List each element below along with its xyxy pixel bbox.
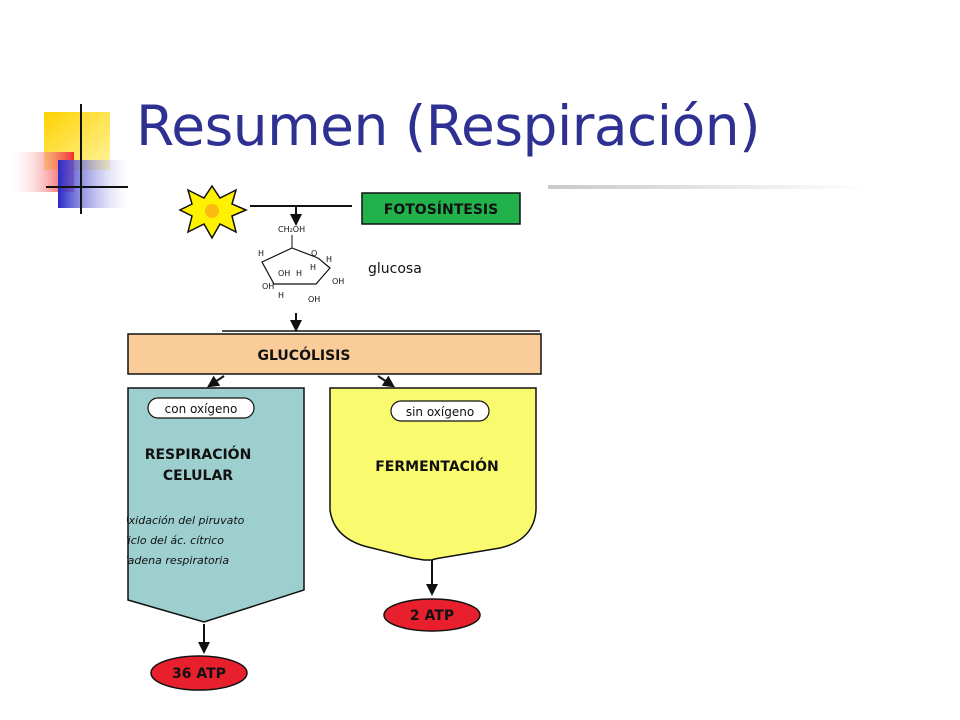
glucolisis-box xyxy=(127,333,542,375)
fermentacion-box xyxy=(329,387,537,561)
right-branch-arrow xyxy=(377,375,395,388)
atp-36-oval xyxy=(150,655,248,691)
mol-h4: H xyxy=(310,263,316,272)
left-branch-arrow xyxy=(207,375,225,388)
fotosintesis-box xyxy=(361,192,521,225)
atp-2-oval xyxy=(383,598,481,632)
con-oxigeno-label: con oxígeno xyxy=(165,402,238,416)
mol-h1: H xyxy=(258,249,264,258)
respiracion-title-line2: CELULAR xyxy=(163,468,233,484)
left-clip-mask xyxy=(0,500,127,580)
glucose-molecule: CH₂OH O H H OH H H OH OH H OH xyxy=(258,225,344,304)
slide-title: Resumen (Respiración) xyxy=(136,94,761,158)
glucose-ring xyxy=(261,247,331,285)
sin-oxigeno-label: sin oxígeno xyxy=(406,405,474,419)
mol-ring-o: O xyxy=(311,249,317,258)
respiracion-step-2: Ciclo del ác. cítrico xyxy=(120,534,224,547)
title-underline xyxy=(548,185,868,189)
respiracion-step-1: Oxidación del piruvato xyxy=(120,514,245,527)
glucosa-label: glucosa xyxy=(368,261,422,277)
mol-h2: H xyxy=(326,255,332,264)
slide-logo xyxy=(12,104,128,214)
fermentacion-label: FERMENTACIÓN xyxy=(375,457,499,475)
mol-ch2oh: CH₂OH xyxy=(278,225,305,234)
sin-oxigeno-pill xyxy=(390,400,490,422)
mol-oh4: OH xyxy=(308,295,320,304)
glucolisis-label: GLUCÓLISIS xyxy=(258,346,351,364)
sun-core xyxy=(205,204,219,218)
respiracion-step-3: Cadena respiratoria xyxy=(120,554,229,567)
atp-2-label: 2 ATP xyxy=(410,608,454,624)
logo-blue-square xyxy=(58,160,128,208)
con-oxigeno-pill xyxy=(147,397,255,419)
respiracion-box xyxy=(127,387,305,623)
mol-oh3: OH xyxy=(332,277,344,286)
mol-h3: H xyxy=(296,269,302,278)
mol-h5: H xyxy=(278,291,284,300)
mol-oh1: OH xyxy=(278,269,290,278)
atp-36-label: 36 ATP xyxy=(172,666,226,682)
fotosintesis-label: FOTOSÍNTESIS xyxy=(384,201,498,218)
respiracion-title-line1: RESPIRACIÓN xyxy=(145,445,252,463)
mol-oh2: OH xyxy=(262,282,274,291)
